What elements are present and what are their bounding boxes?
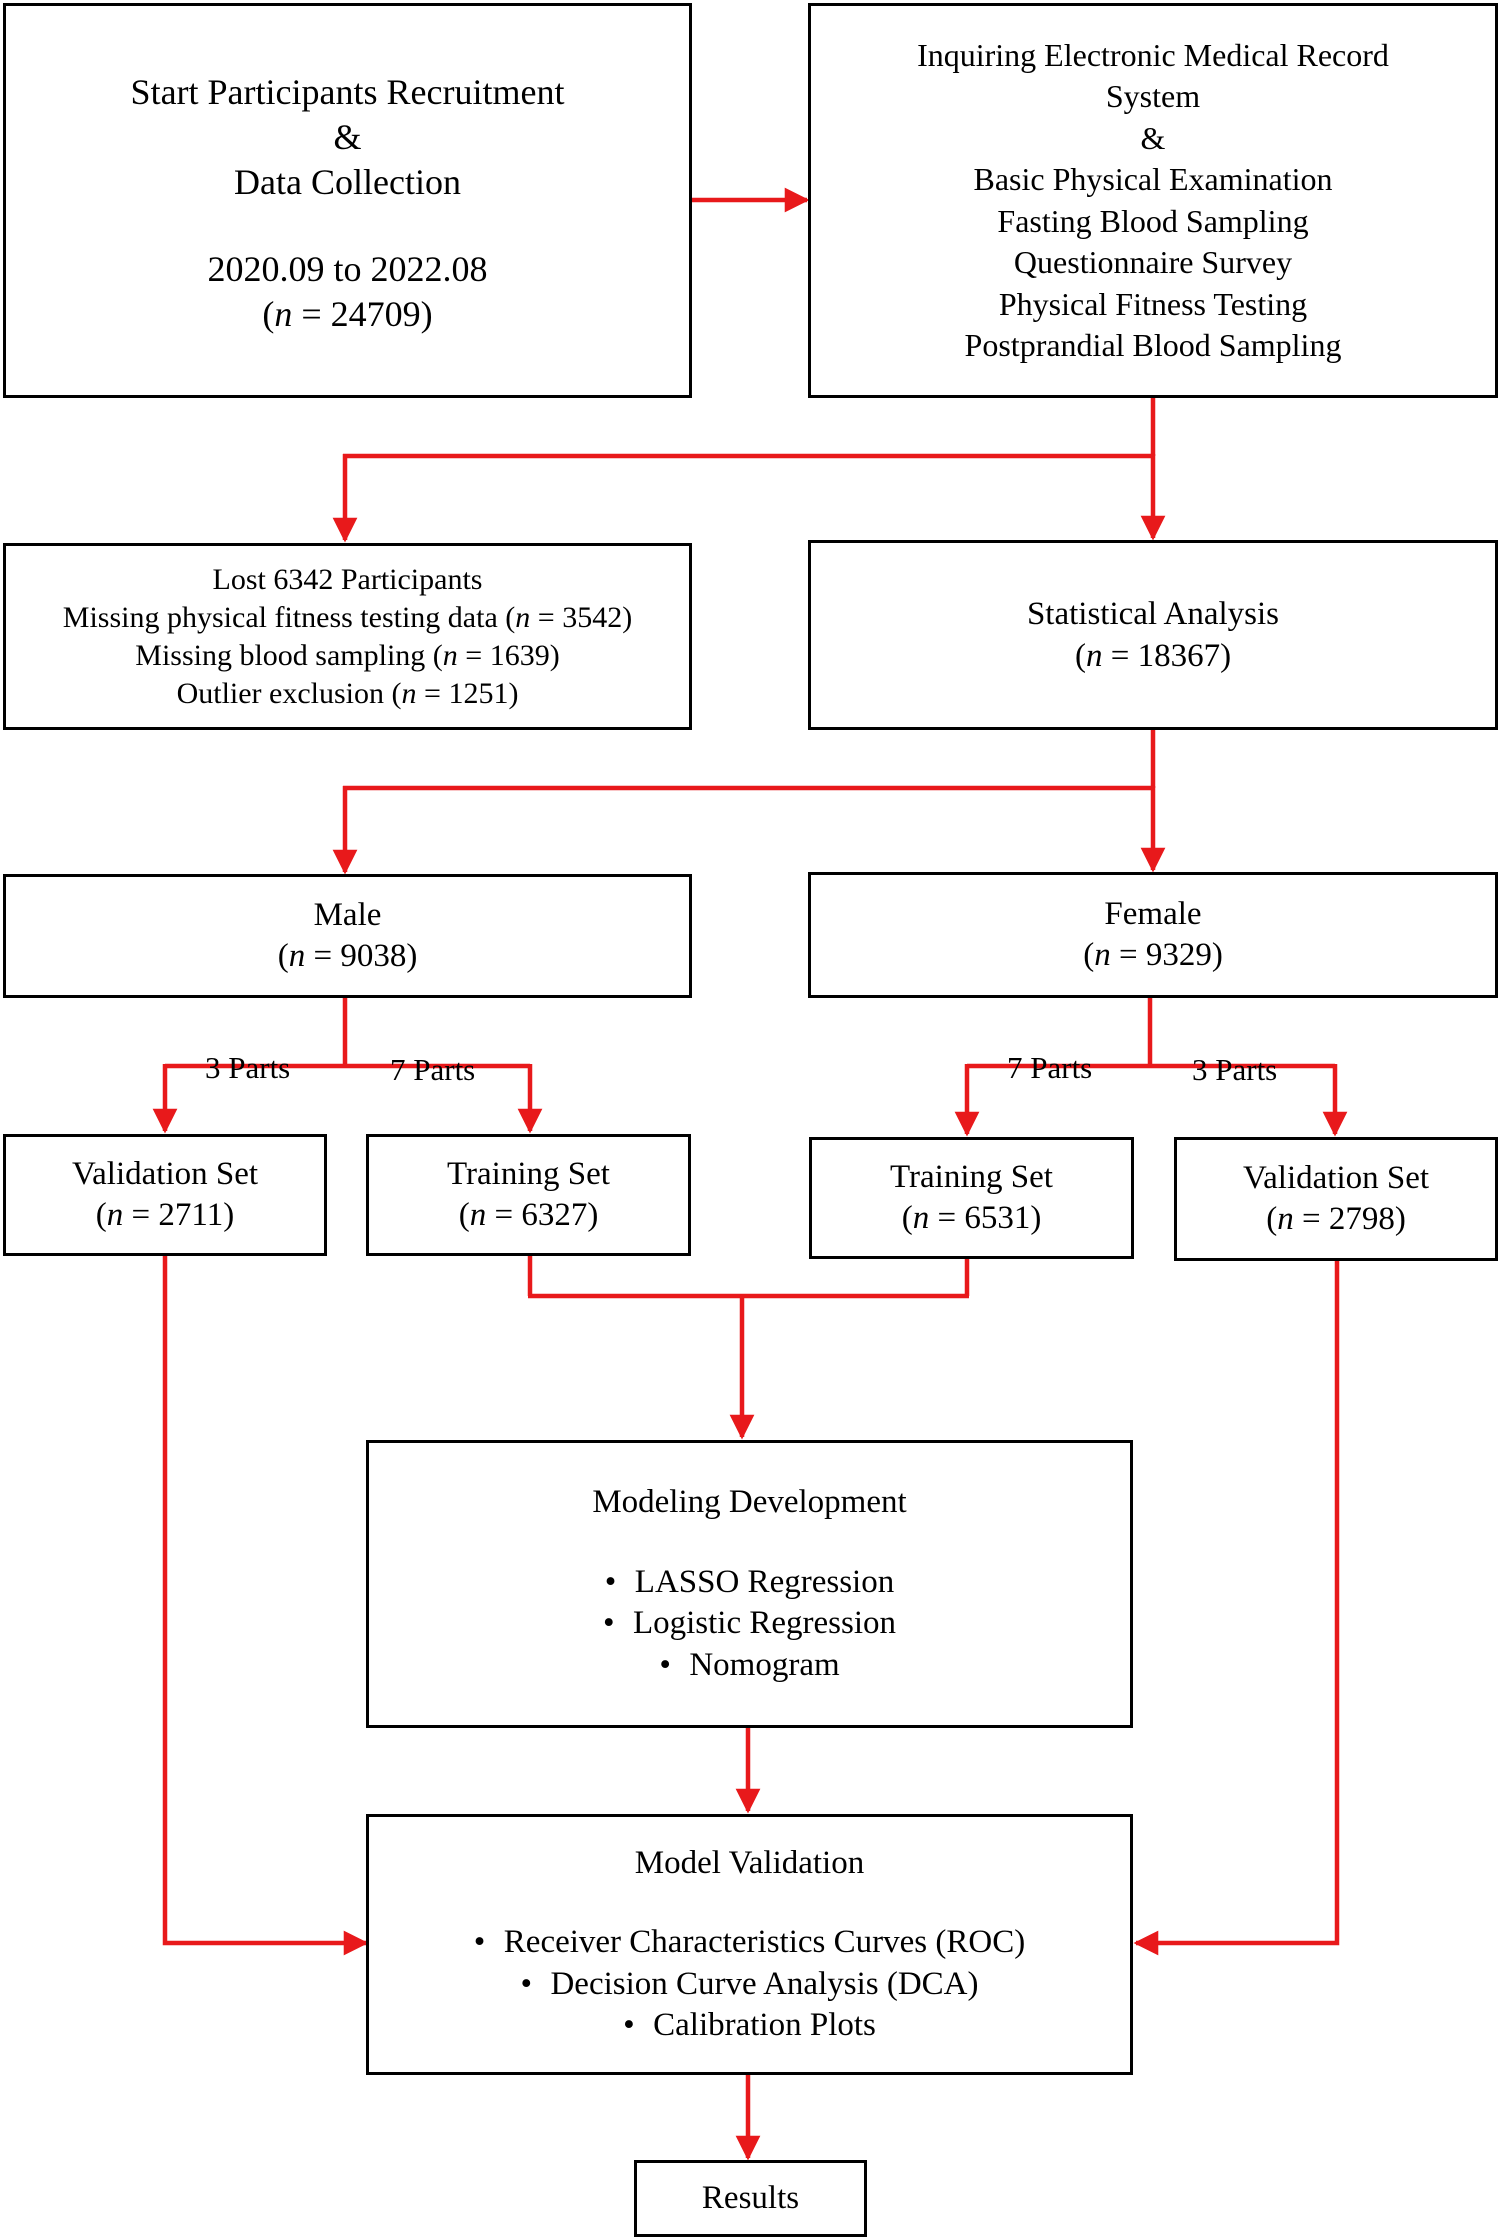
female-box: Female (n = 9329) [808,872,1498,998]
arrow-male-validation-to-model-validation [162,1256,369,1956]
female-validation-set-box: Validation Set (n = 2798) [1174,1137,1498,1261]
start-line3: Data Collection [234,162,461,202]
inquiry-line: Fasting Blood Sampling [997,202,1309,239]
validation-bullet-item: •Decision Curve Analysis (DCA) [520,1965,979,2002]
analysis-count: (n = 18367) [1074,638,1232,674]
inquiry-line: System [1105,78,1201,114]
male-validation-count: (n = 2711) [95,1197,235,1233]
male-validation-set-box: Validation Set (n = 2711) [3,1134,327,1256]
male-validation-title: Validation Set [71,1155,259,1192]
male-count: (n = 9038) [277,938,418,974]
male-box: Male (n = 9038) [3,874,692,998]
start-dates: 2020.09 to 2022.08 [207,249,488,289]
validation-bullet-item: •Calibration Plots [623,2007,876,2043]
inquiry-line: Inquiring Electronic Medical Record [917,36,1389,73]
lost-title: Lost 6342 Participants [212,562,483,596]
results-box: Results [634,2160,867,2237]
lost-item: Outlier exclusion (n = 1251) [176,676,519,710]
validation-bullet-item: •Receiver Characteristics Curves (ROC) [473,1924,1026,1960]
male-title: Male [313,896,382,933]
lost-item: Missing blood sampling (n = 1639) [135,638,560,672]
modeling-bullet-item: •LASSO Regression [604,1563,895,1600]
lost-participants-box: Lost 6342 Participants Missing physical … [3,543,692,730]
modeling-bullet-item: •Logistic Regression [602,1605,897,1641]
modeling-title: Modeling Development [592,1484,907,1520]
start-line1: Start Participants Recruitment [130,72,565,112]
male-training-title: Training Set [447,1155,610,1192]
female-validation-title: Validation Set [1242,1159,1430,1196]
inquiry-line: Questionnaire Survey [1013,244,1293,280]
inquiry-line: Physical Fitness Testing [998,285,1308,322]
statistical-analysis-box: Statistical Analysis (n = 18367) [808,540,1498,730]
female-validation-count: (n = 2798) [1266,1201,1406,1237]
female-count: (n = 9329) [1083,937,1223,973]
female-validation-split-label: 3 Parts [1192,1052,1278,1087]
female-training-title: Training Set [890,1158,1053,1195]
inquiry-line: & [1140,119,1166,156]
results-title: Results [701,2179,800,2216]
arrow-female-validation-to-model-validation [1133,1250,1340,1956]
lost-item: Missing physical fitness testing data (n… [62,600,633,634]
male-training-split-label: 7 Parts [390,1052,476,1087]
modeling-bullet-item: •Nomogram [659,1646,840,1683]
start-count: (n = 24709) [262,294,433,334]
analysis-title: Statistical Analysis [1026,596,1280,632]
start-recruitment-box: Start Participants Recruitment & Data Co… [3,3,692,398]
data-inquiry-box: Inquiring Electronic Medical Record Syst… [808,3,1498,398]
inquiry-line: Basic Physical Examination [973,161,1333,197]
model-validation-box: Model Validation •Receiver Characteristi… [366,1814,1133,2075]
inquiry-line: Postprandial Blood Sampling [964,327,1342,363]
male-training-count: (n = 6327) [458,1197,599,1233]
female-training-split-label: 7 Parts [1007,1050,1093,1085]
validation-title: Model Validation [634,1844,865,1881]
female-training-set-box: Training Set (n = 6531) [809,1137,1134,1259]
start-line2: & [333,117,362,157]
female-training-count: (n = 6531) [901,1200,1042,1236]
modeling-development-box: Modeling Development •LASSO Regression •… [366,1440,1133,1728]
male-training-set-box: Training Set (n = 6327) [366,1134,691,1256]
female-title: Female [1104,895,1202,932]
male-validation-split-label: 3 Parts [205,1050,291,1085]
